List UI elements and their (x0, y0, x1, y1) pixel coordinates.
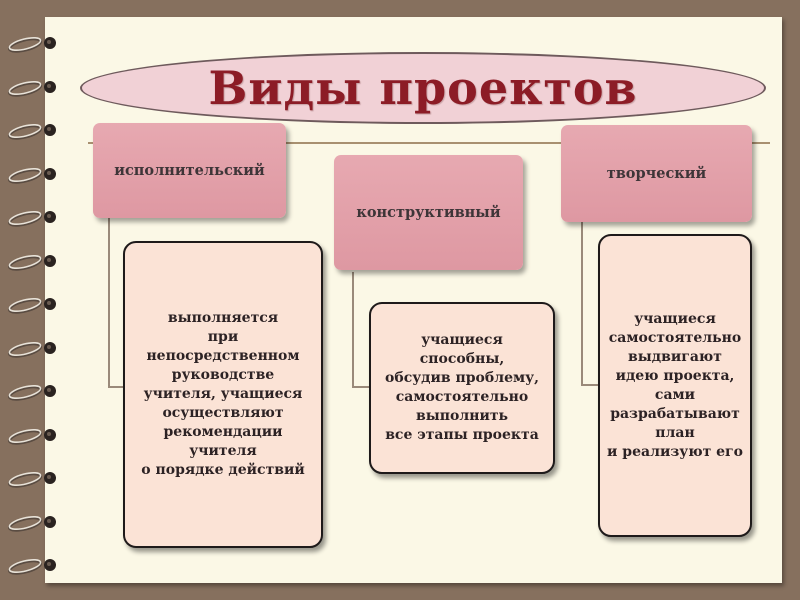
title-ellipse: Виды проектов (80, 52, 766, 124)
spiral-binding-ring-icon (5, 77, 67, 99)
connector-line-1-h (108, 386, 124, 388)
description-line: сами (654, 386, 696, 403)
description-line: о порядке действий (141, 462, 305, 478)
description-line: выполнить (415, 408, 509, 424)
description-line: рекомендации (163, 424, 283, 440)
description-line: учителя (189, 443, 257, 459)
description-line: выполняется (167, 310, 279, 326)
description-text: выполняется при непосредственном руководств… (141, 309, 304, 480)
category-label: конструктивный (356, 204, 501, 221)
spiral-binding-ring-icon (5, 251, 67, 273)
description-line: разрабатывают (610, 405, 740, 422)
description-line: учителя, учащиеся (143, 386, 303, 402)
description-line: непосредственном (146, 348, 300, 364)
description-box-tvorcheskiy: учащиеся самостоятельно выдвигают идею прое… (598, 234, 752, 537)
category-label: творческий (606, 165, 707, 182)
spiral-binding-ring-icon (5, 338, 67, 360)
description-line: самостоятельно (608, 329, 742, 346)
spiral-binding-ring-icon (5, 468, 67, 490)
spiral-binding-ring-icon (5, 555, 67, 577)
spiral-binding-ring-icon (5, 425, 67, 447)
spiral-binding-ring-icon (5, 120, 67, 142)
category-box-tvorcheskiy: творческий (561, 125, 752, 222)
description-text: учащиеся самостоятельно выдвигают идею прое… (607, 310, 743, 462)
connector-line-3-h (581, 384, 599, 386)
spiral-binding-ring-icon (5, 164, 67, 186)
connector-line-1 (108, 218, 110, 386)
description-line: самостоятельно (395, 389, 529, 405)
description-line: выдвигают (628, 348, 722, 365)
slide-title: Виды проектов (208, 61, 638, 115)
category-label: исполнительский (114, 162, 265, 179)
spiral-binding-ring-icon (5, 512, 67, 534)
description-line: все этапы проекта (385, 427, 539, 443)
description-line: обсудив проблему, (385, 370, 539, 386)
connector-line-3 (581, 222, 583, 384)
spiral-binding-ring-icon (5, 381, 67, 403)
category-box-konstruktivnyy: конструктивный (334, 155, 523, 270)
description-line: осуществляют (162, 405, 284, 421)
description-line: руководстве (171, 367, 275, 383)
description-line: план (655, 424, 695, 441)
description-line: идею проекта, (615, 367, 735, 384)
description-box-ispolnitelskiy: выполняется при непосредственном руководств… (123, 241, 323, 548)
connector-line-2-h (352, 386, 370, 388)
category-box-ispolnitelskiy: исполнительский (93, 123, 286, 218)
description-line: и реализуют его (607, 443, 743, 460)
spiral-binding-ring-icon (5, 33, 67, 55)
spiral-binding-ring-icon (5, 294, 67, 316)
description-line: способны, (419, 351, 505, 367)
description-line: учащиеся (421, 332, 503, 348)
description-text: учащиеся способны, обсудив проблему, самост… (385, 331, 539, 445)
description-line: учащиеся (634, 310, 716, 327)
description-line: при (207, 329, 239, 345)
spiral-binding-ring-icon (5, 207, 67, 229)
connector-line-2 (352, 272, 354, 386)
description-box-konstruktivnyy: учащиеся способны, обсудив проблему, самост… (369, 302, 555, 474)
header-divider-line (88, 142, 770, 144)
